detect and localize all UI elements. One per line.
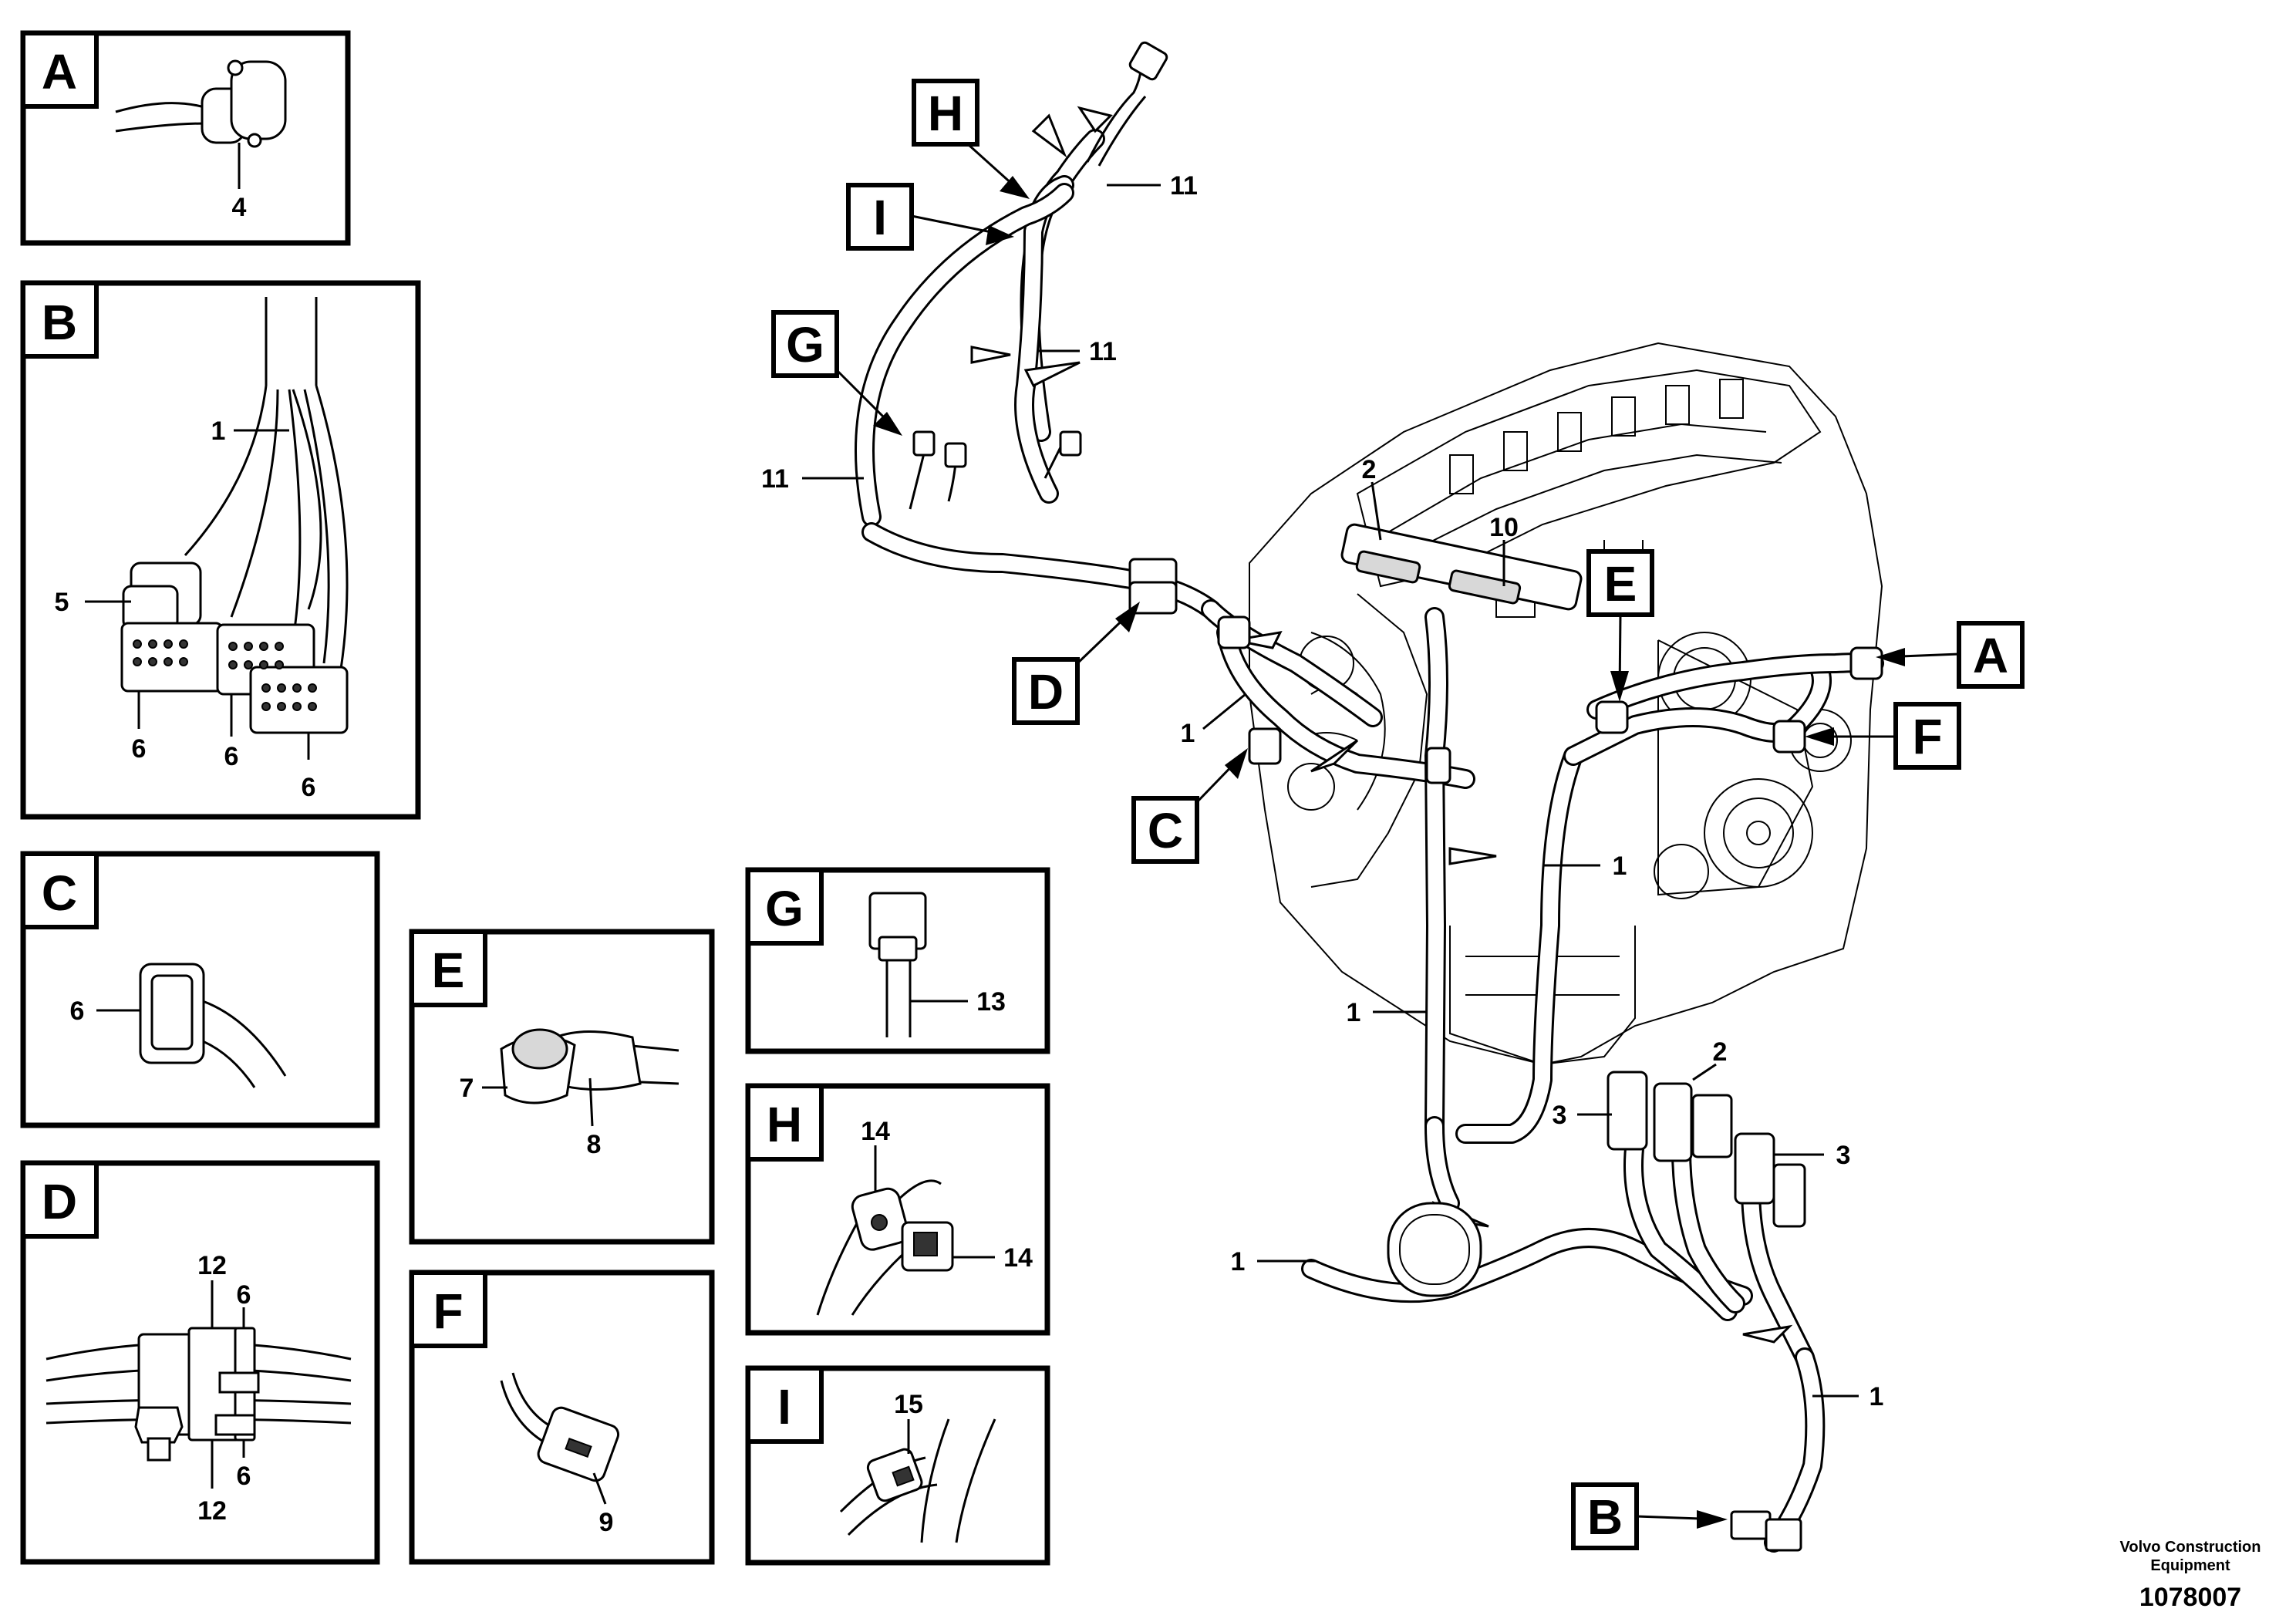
detail-letter-c: C	[42, 865, 77, 921]
item-number: 1	[1181, 719, 1195, 748]
item-number: 14	[1003, 1243, 1033, 1273]
detail-panel-d: D 12 6 12 6	[20, 1160, 380, 1565]
harness-route	[855, 41, 1884, 1553]
item-number: 9	[599, 1508, 614, 1537]
detail-panel-a: A 4	[20, 30, 351, 246]
item-number: 15	[894, 1390, 923, 1419]
callout-h: H	[928, 86, 963, 141]
main-item-labels: 11 11 11 2 10 1 1 1 1 1 3 2 3	[761, 171, 1883, 1411]
item-number: 14	[861, 1117, 890, 1146]
item-number: 6	[70, 996, 85, 1026]
detail-panel-g: G 13	[745, 867, 1050, 1054]
item-number: 6	[237, 1462, 251, 1491]
detail-letter-d: D	[42, 1174, 77, 1229]
item-number: 4	[232, 193, 247, 222]
item-number: 6	[224, 742, 239, 771]
item-number: 2	[1713, 1037, 1728, 1067]
callout-e: E	[1604, 556, 1637, 612]
item-number: 10	[1489, 513, 1519, 542]
detail-letter-f: F	[433, 1283, 463, 1339]
item-number: 11	[1170, 171, 1198, 201]
detail-letter-i: I	[777, 1379, 791, 1435]
item-number: 8	[587, 1130, 602, 1159]
callout-f: F	[1912, 709, 1942, 764]
detail-panel-f: F 9	[409, 1270, 715, 1565]
item-number: 2	[1362, 455, 1377, 484]
item-number: 3	[1553, 1101, 1567, 1130]
callout-g: G	[786, 317, 824, 373]
detail-panel-e: E 7 8	[409, 929, 715, 1245]
item-number: 12	[197, 1251, 227, 1280]
detail-letter-g: G	[765, 881, 804, 936]
detail-letter-b: B	[42, 295, 77, 350]
detail-panel-h: H 14 14	[745, 1083, 1050, 1336]
item-number: 6	[132, 734, 147, 764]
detail-panel-i: I 15	[745, 1365, 1050, 1566]
detail-panel-c: C 6	[20, 851, 380, 1128]
callout-b: B	[1587, 1489, 1623, 1545]
callout-i: I	[873, 190, 887, 245]
item-number: 6	[237, 1280, 251, 1310]
item-number: 13	[976, 987, 1006, 1017]
item-number: 1	[1347, 998, 1361, 1027]
item-number: 1	[1231, 1247, 1246, 1276]
item-number: 11	[761, 464, 789, 494]
connector-pin-grid	[133, 639, 317, 711]
callout-c: C	[1148, 803, 1183, 858]
item-number: 7	[460, 1074, 474, 1103]
detail-letter-e: E	[432, 943, 465, 998]
figure-number: 1078007	[2139, 1583, 2241, 1612]
item-number: 1	[211, 416, 226, 446]
item-number: 11	[1089, 337, 1117, 366]
main-callouts: A F E C D G H I	[771, 79, 2025, 1550]
item-number: 6	[302, 773, 316, 802]
callout-d: D	[1028, 664, 1064, 720]
publisher-line-1: Volvo Construction	[2120, 1539, 2261, 1556]
item-number: 5	[55, 588, 69, 617]
detail-panel-b: B 1 5 6 6 6	[20, 280, 421, 820]
detail-letter-h: H	[767, 1097, 802, 1152]
item-number: 3	[1836, 1141, 1851, 1170]
engine-head-detail	[1449, 379, 1744, 494]
detail-letter-a: A	[42, 44, 77, 99]
publisher-line-2: Equipment	[2150, 1557, 2230, 1574]
figure-footer: Volvo Construction Equipment 1078007	[2120, 1539, 2261, 1612]
item-number: 1	[1613, 851, 1627, 881]
item-number: 12	[197, 1496, 227, 1526]
item-number: 1	[1870, 1382, 1884, 1411]
callout-a: A	[1973, 628, 2008, 683]
